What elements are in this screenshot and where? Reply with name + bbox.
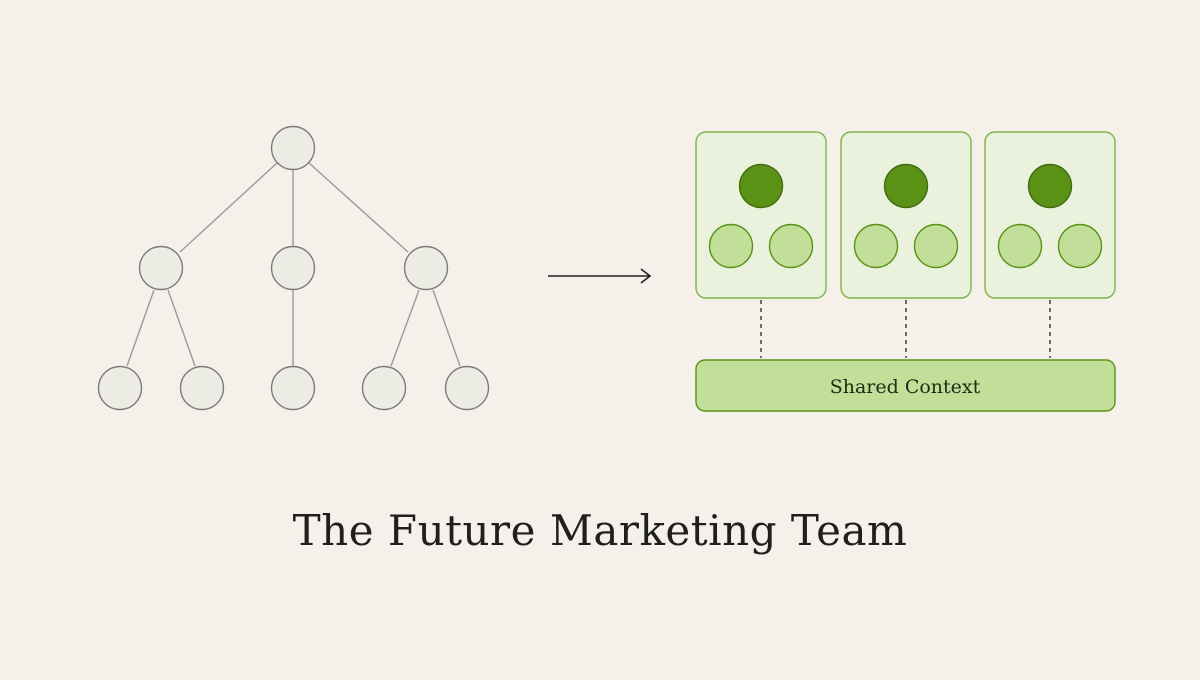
team-pods [695, 131, 1116, 299]
node-root [270, 125, 316, 171]
hierarchy-tree [97, 125, 490, 411]
edge-left-b [167, 289, 196, 367]
node-level2-4 [361, 365, 407, 411]
node-level2-1 [97, 365, 143, 411]
edge-right-b [432, 289, 461, 367]
shared-context-bar [695, 359, 1116, 412]
hierarchy-nodes [97, 125, 490, 411]
node-level2-3 [270, 365, 316, 411]
team-pod-2 [840, 131, 972, 299]
pod-member [997, 223, 1043, 269]
arrow-head [640, 268, 652, 284]
pod-member [768, 223, 814, 269]
pod-lead [1027, 163, 1073, 209]
edge-right-a [390, 289, 420, 367]
edge-root-right [308, 162, 409, 253]
edge-root-left [179, 162, 278, 253]
team-pod-3 [984, 131, 1116, 299]
pod-member [913, 223, 959, 269]
hierarchy-edges [126, 162, 461, 367]
pod-member [1057, 223, 1103, 269]
node-level2-5 [444, 365, 490, 411]
pod-card [695, 131, 827, 299]
node-level1-mid [270, 245, 316, 291]
pod-lead [883, 163, 929, 209]
team-pod-1 [695, 131, 827, 299]
edge-left-a [126, 289, 155, 367]
page-title: The Future Marketing Team [292, 506, 908, 555]
shared-context-label: Shared Context [830, 376, 981, 398]
pod-card [984, 131, 1116, 299]
pod-connectors [760, 300, 1051, 358]
node-level2-2 [179, 365, 225, 411]
shared-context: Shared Context [695, 359, 1116, 412]
node-level1-left [138, 245, 184, 291]
transition-arrow [548, 268, 652, 284]
node-level1-right [403, 245, 449, 291]
pod-card [840, 131, 972, 299]
pod-member [708, 223, 754, 269]
pod-member [853, 223, 899, 269]
pod-lead [738, 163, 784, 209]
